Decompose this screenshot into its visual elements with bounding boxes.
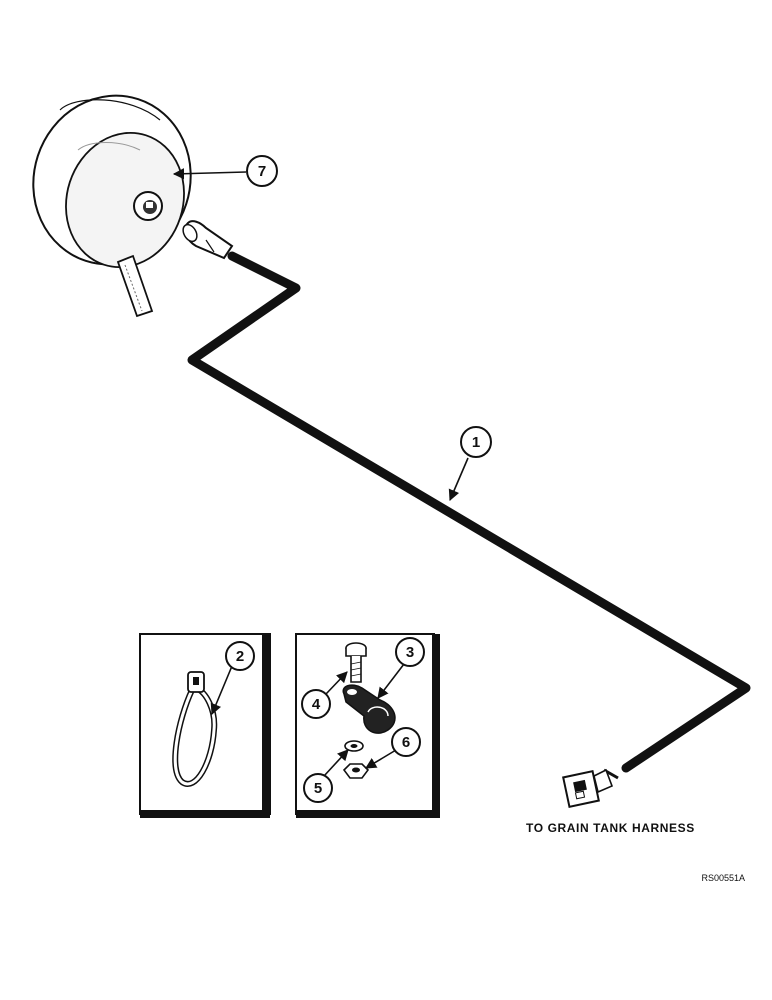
- callout-5-number: 5: [314, 780, 322, 797]
- callout-7: 7: [172, 155, 278, 187]
- callout-7-number: 7: [258, 163, 266, 180]
- washer: [344, 740, 364, 752]
- callout-6-number: 6: [402, 734, 410, 751]
- harness-wire: [187, 251, 751, 773]
- light-connector: [182, 220, 234, 260]
- reference-code: RS00551A: [701, 873, 745, 883]
- callout-2-number: 2: [236, 648, 244, 665]
- clamp: [342, 684, 396, 734]
- bolt: [345, 642, 367, 683]
- callout-3-number: 3: [406, 644, 414, 661]
- callout-4-number: 4: [312, 696, 321, 713]
- callout-1: 1: [448, 426, 492, 502]
- warning-light: [32, 94, 192, 318]
- nut: [342, 763, 370, 779]
- callout-1-number: 1: [472, 434, 480, 451]
- connector-label: TO GRAIN TANK HARNESS: [526, 821, 695, 835]
- harness-end-connector: [562, 768, 619, 808]
- inset-clamp-hardware: 3 4 5 6: [295, 633, 440, 818]
- inset-strap: 2: [139, 633, 271, 818]
